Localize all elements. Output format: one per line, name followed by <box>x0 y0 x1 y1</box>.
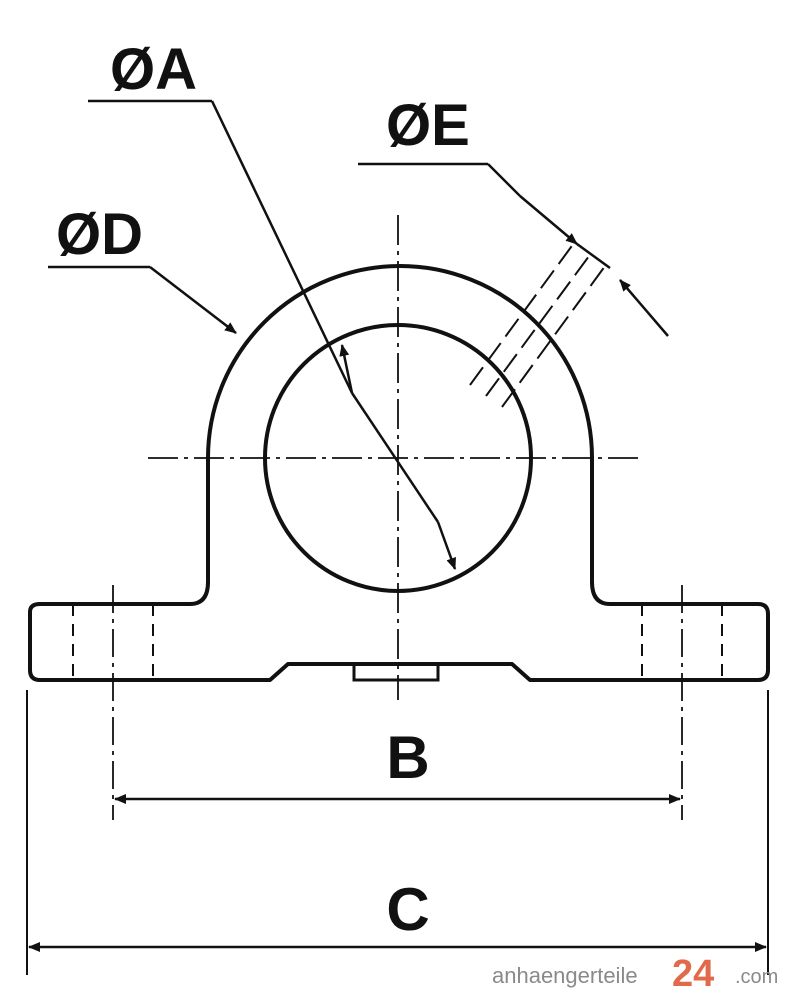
housing-outline <box>28 264 770 682</box>
dimension-a <box>88 99 457 570</box>
overall-extension-lines <box>26 690 769 975</box>
watermark-prefix: anhaengerteile <box>492 963 638 988</box>
dimension-d <box>48 265 237 334</box>
right-bolt-hole-hidden-lines <box>641 604 723 680</box>
bottom-key <box>352 662 440 682</box>
watermark-logo: anhaengerteile 24 .com <box>492 953 778 995</box>
bolt-hole-center-lines <box>112 585 683 820</box>
dimension-e <box>358 162 669 337</box>
watermark-number: 24 <box>672 953 714 995</box>
watermark-suffix: .com <box>735 966 778 988</box>
dimension-a-label: ØA <box>110 37 197 102</box>
dimension-d-label: ØD <box>56 202 143 267</box>
dimension-e-label: ØE <box>386 93 470 158</box>
left-bolt-hole-hidden-lines <box>72 604 154 680</box>
dimension-b-label: B <box>386 724 429 791</box>
dimension-c-label: C <box>386 876 429 943</box>
